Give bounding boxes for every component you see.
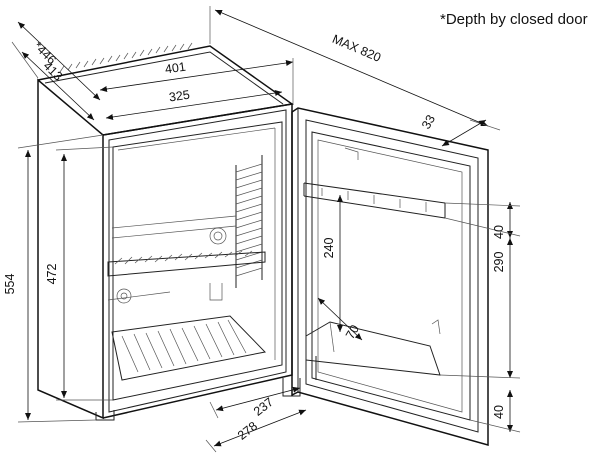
dim-top-shelf-40: 40 xyxy=(492,225,506,239)
dimension-labels: *446 413 MAX 820 401 325 33 554 472 240 … xyxy=(3,32,506,443)
middle-shelf xyxy=(107,215,266,277)
drain-fitting xyxy=(107,288,171,304)
dim-width-325: 325 xyxy=(168,88,191,105)
bottom-shelf xyxy=(111,315,267,381)
dim-max-820: MAX 820 xyxy=(330,32,383,65)
thermostat-knob xyxy=(209,227,227,245)
dim-height-290: 290 xyxy=(492,252,506,273)
dim-height-554: 554 xyxy=(3,274,17,295)
dim-width-401: 401 xyxy=(164,60,187,77)
side-rack xyxy=(235,155,263,288)
open-door xyxy=(291,107,489,446)
dimension-lines xyxy=(11,6,521,453)
dim-bin-70: 70 xyxy=(343,322,362,341)
dim-bottom-40: 40 xyxy=(492,405,506,419)
dim-height-472: 472 xyxy=(45,264,59,285)
dim-height-240: 240 xyxy=(322,238,336,259)
dim-door-depth-33: 33 xyxy=(419,112,438,131)
dim-depth-237: 237 xyxy=(251,395,276,419)
dim-depth-278: 278 xyxy=(235,419,260,443)
